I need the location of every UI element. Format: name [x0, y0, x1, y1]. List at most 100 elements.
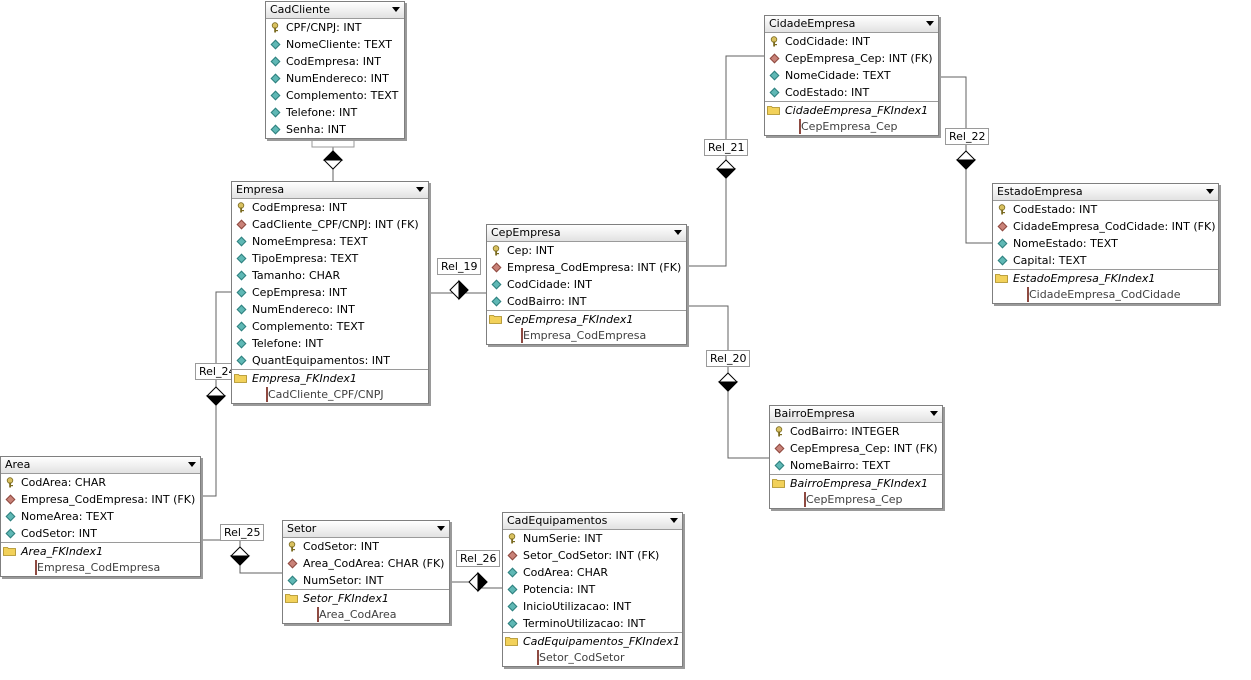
index-header[interactable]: CadEquipamentos_FKIndex1: [503, 632, 682, 650]
table-column-row[interactable]: CodArea: CHAR: [1, 474, 200, 491]
rel-label-22[interactable]: Rel_22: [945, 128, 990, 145]
table-column-row[interactable]: Senha: INT: [266, 121, 404, 138]
table-column-row[interactable]: CodEstado: INT: [765, 84, 938, 101]
table-column-row[interactable]: NomeCliente: TEXT: [266, 36, 404, 53]
table-column-row[interactable]: Empresa_CodEmpresa: INT (FK): [1, 491, 200, 508]
table-column-row[interactable]: CodSetor: INT: [1, 525, 200, 542]
rel-label-20[interactable]: Rel_20: [706, 350, 751, 367]
table-column-row[interactable]: NumEndereco: INT: [232, 301, 428, 318]
index-column-row[interactable]: CadCliente_CPF/CNPJ: [232, 387, 428, 403]
table-column-row[interactable]: NumSetor: INT: [283, 572, 449, 589]
table-column-row[interactable]: NumEndereco: INT: [266, 70, 404, 87]
rel-label-24[interactable]: Rel_24: [195, 363, 233, 380]
table-column-row[interactable]: CepEmpresa: INT: [232, 284, 428, 301]
dropdown-arrow-icon[interactable]: [670, 518, 678, 523]
table-column-row[interactable]: Potencia: INT: [503, 581, 682, 598]
dropdown-arrow-icon[interactable]: [416, 187, 424, 192]
table-column-row[interactable]: CodCidade: INT: [765, 33, 938, 50]
rel-label-19[interactable]: Rel_19: [437, 258, 482, 275]
table-column-row[interactable]: CPF/CNPJ: INT: [266, 19, 404, 36]
table-column-row[interactable]: CodSetor: INT: [283, 538, 449, 555]
table-title[interactable]: Empresa: [232, 182, 428, 199]
index-column-row[interactable]: Empresa_CodEmpresa: [487, 328, 686, 344]
index-column-row[interactable]: CepEmpresa_Cep: [770, 492, 942, 508]
table-column-row[interactable]: CidadeEmpresa_CodCidade: INT (FK): [993, 218, 1218, 235]
table-title[interactable]: CepEmpresa: [487, 225, 686, 242]
index-header[interactable]: BairroEmpresa_FKIndex1: [770, 474, 942, 492]
table-title[interactable]: CidadeEmpresa: [765, 16, 938, 33]
table-column-row[interactable]: CodBairro: INTEGER: [770, 423, 942, 440]
table-column-row[interactable]: CadCliente_CPF/CNPJ: INT (FK): [232, 216, 428, 233]
table-title[interactable]: CadCliente: [266, 2, 404, 19]
table-column-row[interactable]: NomeCidade: TEXT: [765, 67, 938, 84]
table-column-row[interactable]: CodBairro: INT: [487, 293, 686, 310]
index-header[interactable]: Setor_FKIndex1: [283, 589, 449, 607]
dropdown-arrow-icon[interactable]: [1206, 189, 1214, 194]
table-title[interactable]: Setor: [283, 521, 449, 538]
table-column-row[interactable]: Complemento: TEXT: [232, 318, 428, 335]
rel-label-26[interactable]: Rel_26: [456, 550, 501, 567]
table-column-row[interactable]: TipoEmpresa: TEXT: [232, 250, 428, 267]
index-header[interactable]: Empresa_FKIndex1: [232, 369, 428, 387]
column-label: Capital: TEXT: [1013, 254, 1087, 267]
table-column-row[interactable]: CodEmpresa: INT: [266, 53, 404, 70]
table-column-row[interactable]: Telefone: INT: [232, 335, 428, 352]
table-column-row[interactable]: InicioUtilizacao: INT: [503, 598, 682, 615]
index-header[interactable]: Area_FKIndex1: [1, 542, 200, 560]
dropdown-arrow-icon[interactable]: [926, 21, 934, 26]
table-column-row[interactable]: Tamanho: CHAR: [232, 267, 428, 284]
index-column-row[interactable]: CepEmpresa_Cep: [765, 119, 938, 135]
table-column-row[interactable]: CodEstado: INT: [993, 201, 1218, 218]
dropdown-arrow-icon[interactable]: [674, 230, 682, 235]
table-title[interactable]: EstadoEmpresa: [993, 184, 1218, 201]
table-column-row[interactable]: CodCidade: INT: [487, 276, 686, 293]
table-column-row[interactable]: NomeEstado: TEXT: [993, 235, 1218, 252]
table-column-row[interactable]: NomeArea: TEXT: [1, 508, 200, 525]
table-title[interactable]: Area: [1, 457, 200, 474]
dropdown-arrow-icon[interactable]: [188, 462, 196, 467]
table-column-row[interactable]: Complemento: TEXT: [266, 87, 404, 104]
index-column-row[interactable]: Setor_CodSetor: [503, 650, 682, 666]
index-header[interactable]: EstadoEmpresa_FKIndex1: [993, 269, 1218, 287]
index-column-row[interactable]: CidadeEmpresa_CodCidade: [993, 287, 1218, 303]
table-column-row[interactable]: CepEmpresa_Cep: INT (FK): [765, 50, 938, 67]
table-column-row[interactable]: QuantEquipamentos: INT: [232, 352, 428, 369]
table-column-row[interactable]: TerminoUtilizacao: INT: [503, 615, 682, 632]
table-column-row[interactable]: Empresa_CodEmpresa: INT (FK): [487, 259, 686, 276]
table-title[interactable]: BairroEmpresa: [770, 406, 942, 423]
index-column-row[interactable]: Empresa_CodEmpresa: [1, 560, 200, 576]
index-column-label: Empresa_CodEmpresa: [37, 561, 161, 574]
table-column-row[interactable]: Area_CodArea: CHAR (FK): [283, 555, 449, 572]
column-label: Area_CodArea: CHAR (FK): [303, 557, 445, 570]
table-column-row[interactable]: CodArea: CHAR: [503, 564, 682, 581]
table-column-row[interactable]: CepEmpresa_Cep: INT (FK): [770, 440, 942, 457]
table-column-row[interactable]: Setor_CodSetor: INT (FK): [503, 547, 682, 564]
index-header[interactable]: CidadeEmpresa_FKIndex1: [765, 101, 938, 119]
index-column-row[interactable]: Area_CodArea: [283, 607, 449, 623]
rel-label-21[interactable]: Rel_21: [704, 139, 749, 156]
table-column-row[interactable]: Capital: TEXT: [993, 252, 1218, 269]
rel-label-25[interactable]: Rel_25: [220, 524, 265, 541]
table-column-row[interactable]: Telefone: INT: [266, 104, 404, 121]
table-title[interactable]: CadEquipamentos: [503, 513, 682, 530]
dropdown-arrow-icon[interactable]: [930, 411, 938, 416]
column-label: Telefone: INT: [252, 337, 324, 350]
table-column-row[interactable]: NomeBairro: TEXT: [770, 457, 942, 474]
column-label: CodCidade: INT: [507, 278, 592, 291]
table-column-row[interactable]: Cep: INT: [487, 242, 686, 259]
dropdown-arrow-icon[interactable]: [437, 526, 445, 531]
table-column-row[interactable]: NumSerie: INT: [503, 530, 682, 547]
dropdown-arrow-icon[interactable]: [392, 7, 400, 12]
index-header[interactable]: CepEmpresa_FKIndex1: [487, 310, 686, 328]
table-column-row[interactable]: NomeEmpresa: TEXT: [232, 233, 428, 250]
table-column-row[interactable]: CodEmpresa: INT: [232, 199, 428, 216]
